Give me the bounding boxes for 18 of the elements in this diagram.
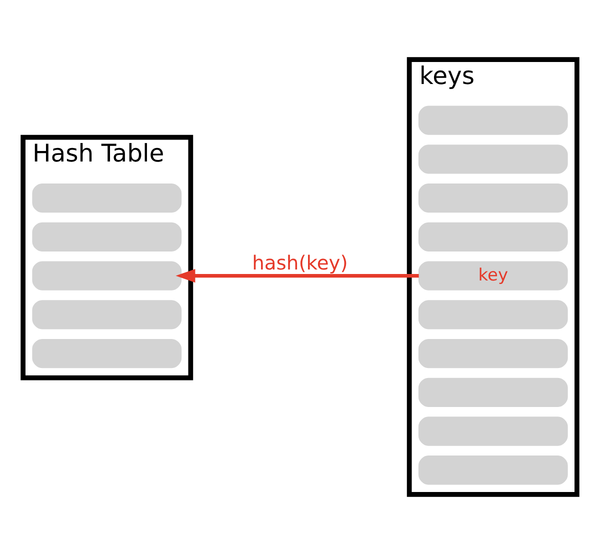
node-bar <box>418 144 568 174</box>
node-bar <box>32 338 182 368</box>
node-bar <box>32 222 182 252</box>
node-bar <box>418 378 568 407</box>
node-bar <box>418 222 568 252</box>
node-bar <box>418 456 568 485</box>
node-bar <box>418 300 568 330</box>
edge-label: hash(key) <box>252 251 348 274</box>
arrow <box>176 268 419 283</box>
node-bar <box>32 183 182 213</box>
node-bar <box>418 338 568 368</box>
node-box: key <box>418 261 568 290</box>
node-bar <box>32 261 182 290</box>
cluster: Hash Table <box>20 134 194 380</box>
node-bar <box>418 416 568 446</box>
node-bar <box>418 183 568 213</box>
node-bar <box>418 106 568 135</box>
node-bar <box>32 300 182 330</box>
